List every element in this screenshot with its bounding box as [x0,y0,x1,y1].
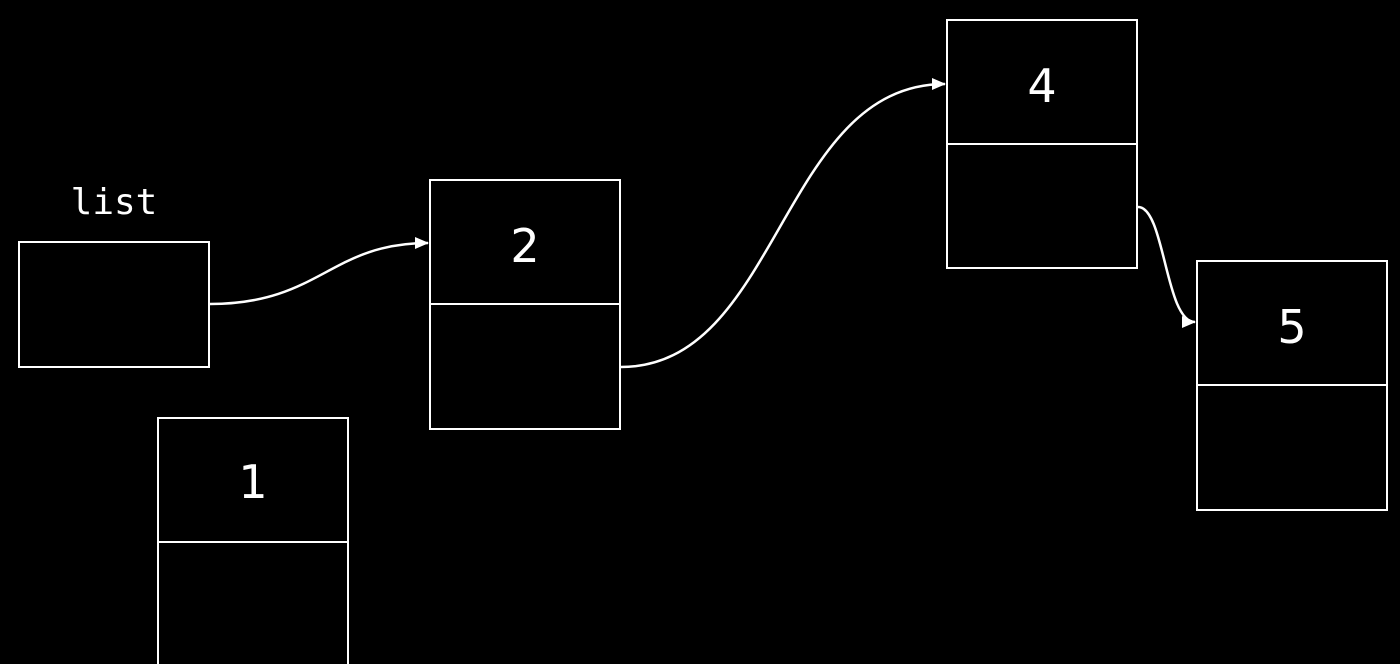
node-4: 4 [946,19,1138,269]
list-variable: list [18,182,210,368]
list-pointer-box [18,241,210,368]
node-2-value: 2 [510,219,539,273]
node-5: 5 [1196,260,1388,511]
node-2: 2 [429,179,621,430]
node-1-value: 1 [238,455,267,509]
arrow-node-2-to-node-4 [620,78,946,369]
list-variable-label: list [71,182,158,223]
arrow-node-4-to-node-5 [1137,205,1196,328]
node-5-value: 5 [1277,300,1306,354]
node-1: 1 [157,417,349,664]
node-4-value: 4 [1027,59,1056,113]
arrow-list-to-node-2 [209,237,429,306]
